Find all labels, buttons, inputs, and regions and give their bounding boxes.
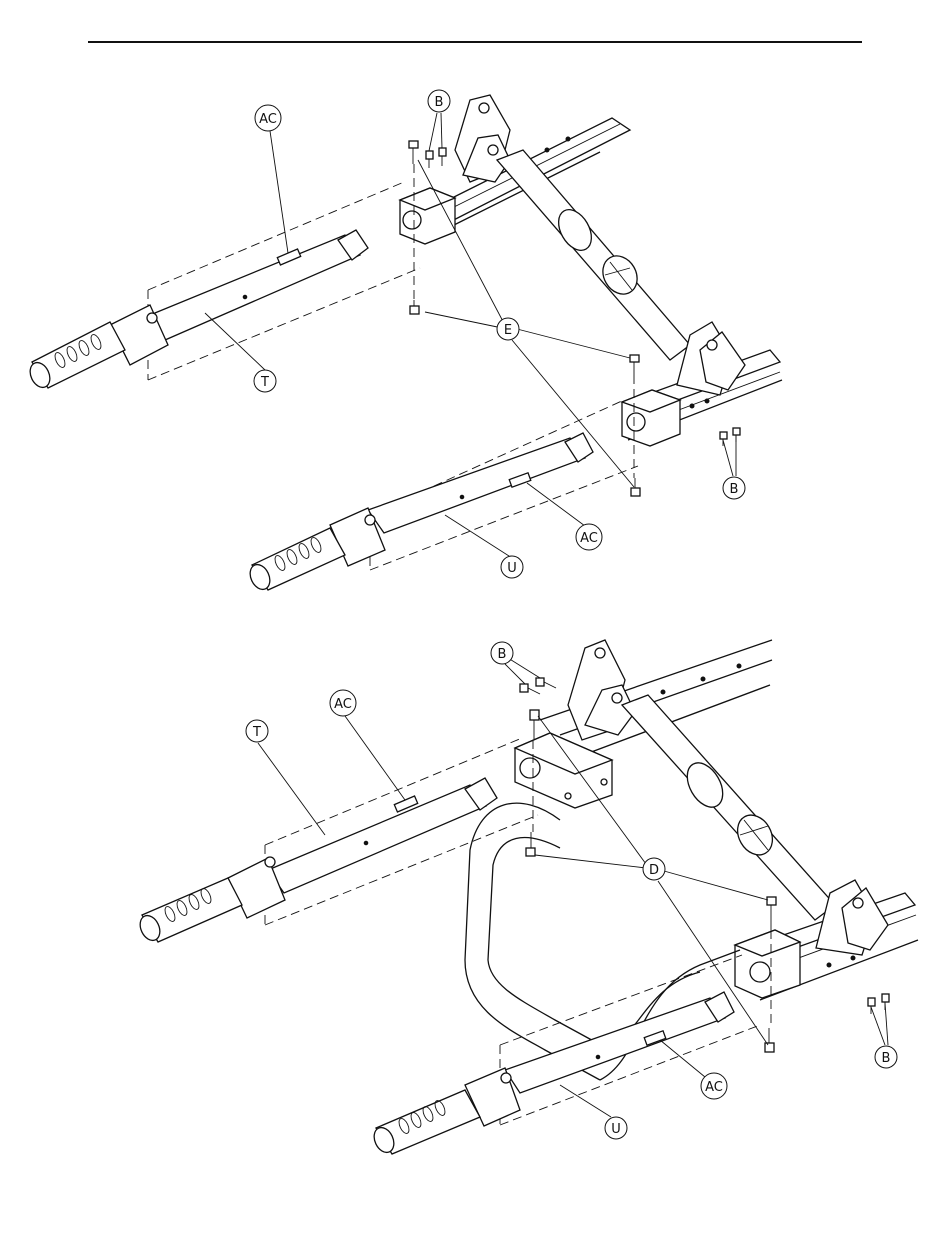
top-handle-u [246,433,593,593]
top-lower-bracket [677,322,745,395]
bottom-assembly: B AC T D B AC U [136,640,918,1156]
callout-u-top: U [501,556,523,578]
callout-ac-label: AC [705,1080,723,1095]
callout-ac-bottom-2: AC [701,1073,727,1099]
bottom-handle-t [136,778,497,944]
bottom-handle-u [370,992,734,1156]
callout-ac-top-1: AC [255,105,281,131]
callout-b-top-1: B [428,90,450,112]
bottom-right-clamp-block [735,930,800,998]
top-left-clamp-block [400,188,455,244]
bottom-screws-b-upper [520,678,556,694]
callout-b-bottom-1: B [491,642,513,664]
callout-d-bottom: D [643,858,665,880]
bottom-lower-bracket [816,880,888,955]
callout-d-label: D [649,863,659,878]
callout-u-label: U [507,561,517,576]
callout-u-label: U [611,1122,621,1137]
bottom-diagonal-axle [622,695,835,920]
bottom-upper-bracket [568,640,635,740]
callout-u-bottom: U [605,1117,627,1139]
top-diagonal-axle [497,150,690,360]
callout-ac-bottom-1: AC [330,690,356,716]
callout-b-label: B [882,1051,891,1066]
top-upper-bracket [455,95,510,182]
top-assembly: AC B E T B AC U [26,90,782,593]
callout-ac-label: AC [334,697,352,712]
callout-t-top: T [254,370,276,392]
callout-b-label: B [498,647,507,662]
top-screws-b-lower [720,428,740,446]
callout-b-label: B [730,482,739,497]
callout-b-top-2: B [723,477,745,499]
callout-ac-label: AC [259,112,277,127]
callout-e-label: E [504,323,512,338]
callout-e-top: E [497,318,519,340]
callout-b-bottom-2: B [875,1046,897,1068]
callout-t-bottom: T [246,720,268,742]
top-right-clamp-block [622,390,680,446]
callout-ac-top-2: AC [576,524,602,550]
callout-b-label: B [435,95,444,110]
callout-t-label: T [260,375,269,390]
callout-ac-label: AC [580,531,598,546]
callout-t-label: T [252,725,261,740]
